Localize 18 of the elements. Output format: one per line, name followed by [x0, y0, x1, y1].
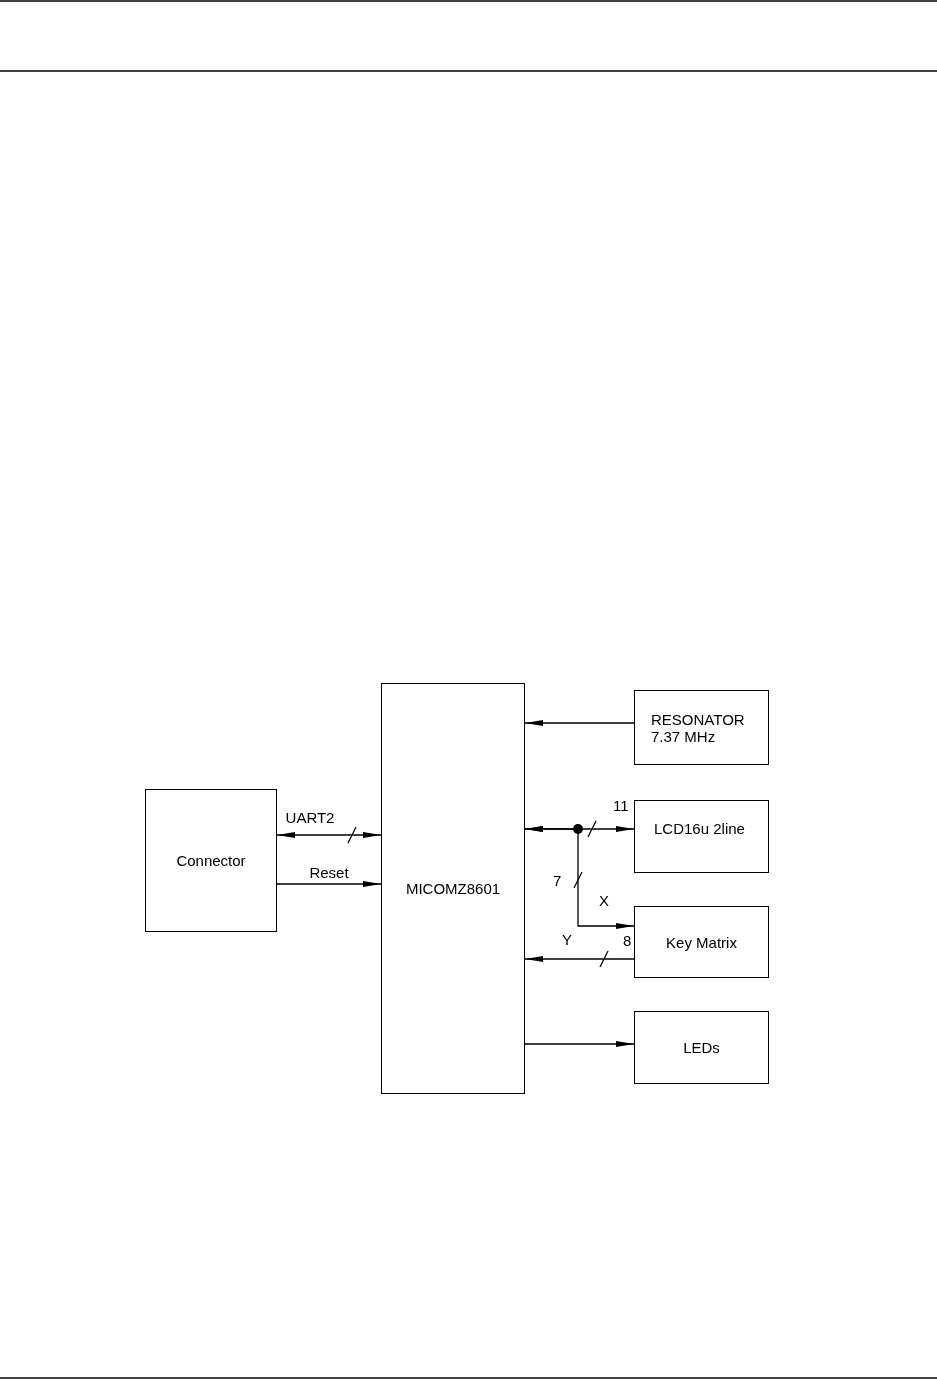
arrow — [276, 832, 382, 838]
block-box — [634, 906, 769, 978]
block-box — [145, 789, 277, 932]
arrow — [524, 826, 635, 929]
block-box — [634, 1011, 769, 1084]
arrow — [524, 956, 635, 962]
block-box — [634, 800, 769, 873]
arrow — [276, 881, 382, 887]
arrow — [524, 720, 635, 726]
block-label: Connector — [176, 852, 246, 869]
block-label: LEDs — [683, 1039, 720, 1056]
block-box — [381, 683, 525, 1094]
block-label: RESONATOR 7.37 MHz — [651, 711, 746, 745]
block-label: LCD16u 2line — [654, 820, 745, 837]
block-box — [634, 690, 769, 765]
block-label: MICOMZ8601 — [405, 880, 501, 897]
arrow — [524, 1041, 635, 1047]
block-label: Key Matrix — [666, 933, 737, 951]
